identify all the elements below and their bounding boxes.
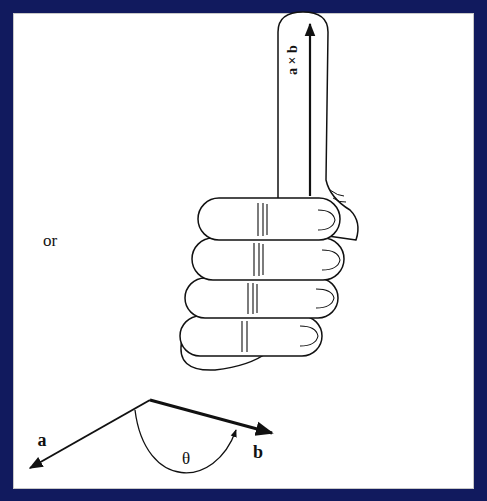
cross-product-arrow [309, 24, 311, 196]
cross-product-label: a × b [286, 45, 300, 75]
angle-arc [135, 410, 236, 473]
angle-label: θ [182, 450, 190, 467]
little-finger [180, 316, 322, 356]
thumb-crease [330, 190, 346, 202]
index-finger [198, 198, 340, 240]
vector-label: b [253, 443, 263, 461]
ring-finger [185, 278, 338, 318]
knuckle-creases [242, 203, 267, 352]
vector-b [150, 400, 272, 433]
vector-label: a [38, 431, 47, 449]
separator-word: or [43, 232, 57, 249]
finger-nails [300, 210, 340, 346]
middle-finger [192, 238, 344, 280]
vector-a [30, 400, 150, 468]
